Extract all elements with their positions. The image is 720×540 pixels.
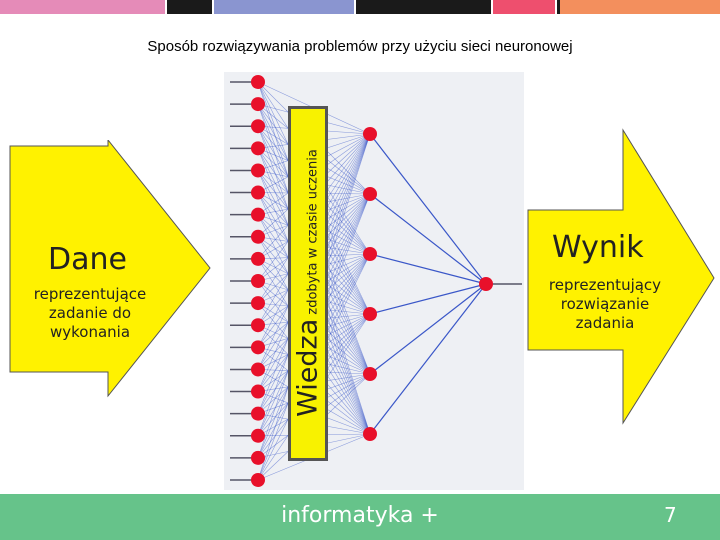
input-neuron bbox=[251, 473, 265, 487]
output-title: Wynik bbox=[552, 230, 644, 265]
output-description: reprezentujący rozwiązanie zadania bbox=[548, 276, 662, 332]
footer-bar bbox=[0, 494, 720, 540]
header-stripe bbox=[214, 0, 354, 14]
knowledge-box bbox=[288, 106, 328, 461]
input-neuron bbox=[251, 428, 265, 443]
input-neuron bbox=[251, 251, 265, 266]
input-neuron bbox=[251, 229, 265, 244]
input-neuron bbox=[251, 450, 265, 465]
hidden-neuron bbox=[363, 247, 377, 261]
link-hidden-output bbox=[369, 133, 487, 285]
output-arrow bbox=[527, 128, 715, 425]
header-stripe bbox=[557, 0, 560, 14]
input-neuron bbox=[251, 207, 265, 222]
input-neuron bbox=[251, 318, 265, 333]
hidden-neuron bbox=[363, 427, 377, 441]
input-neuron bbox=[251, 274, 265, 288]
input-neuron bbox=[251, 75, 265, 89]
input-neuron bbox=[251, 340, 265, 355]
input-neuron bbox=[251, 163, 265, 178]
header-stripe bbox=[356, 0, 491, 14]
neural-network bbox=[224, 72, 524, 490]
link-hidden-output bbox=[369, 283, 487, 435]
page-number: 7 bbox=[664, 503, 677, 527]
link-hidden-output bbox=[369, 253, 487, 285]
header-stripe bbox=[0, 0, 165, 14]
input-neuron bbox=[251, 362, 265, 377]
link-hidden-output bbox=[369, 283, 487, 375]
header-stripe bbox=[167, 0, 212, 14]
footer-text: informatyka + bbox=[281, 503, 439, 528]
link-hidden-output bbox=[369, 193, 487, 285]
input-neuron bbox=[251, 384, 265, 399]
input-title: Dane bbox=[48, 242, 127, 277]
header-stripe bbox=[493, 0, 555, 14]
input-description: reprezentujące zadanie do wykonania bbox=[33, 285, 147, 341]
slide-title: Sposób rozwiązywania problemów przy użyc… bbox=[147, 38, 573, 55]
hidden-neuron bbox=[363, 127, 377, 141]
knowledge-label-small: zdobyta w czasie uczenia bbox=[305, 149, 321, 319]
input-neuron bbox=[251, 119, 265, 134]
knowledge-label: Wiedza zdobyta w czasie uczenia bbox=[293, 149, 324, 417]
hidden-neuron bbox=[363, 367, 377, 381]
neural-network-diagram bbox=[222, 72, 527, 492]
hidden-neuron bbox=[363, 187, 377, 201]
header-stripe bbox=[560, 0, 720, 14]
hidden-neuron bbox=[363, 307, 377, 321]
knowledge-label-big: Wiedza bbox=[292, 318, 324, 417]
link-hidden-output bbox=[369, 283, 487, 315]
input-neuron bbox=[251, 185, 265, 200]
output-neuron bbox=[479, 277, 493, 291]
input-neuron bbox=[251, 141, 265, 156]
input-neuron bbox=[251, 296, 265, 311]
input-neuron bbox=[251, 406, 265, 421]
input-neuron bbox=[251, 97, 265, 112]
input-arrow bbox=[9, 140, 211, 398]
